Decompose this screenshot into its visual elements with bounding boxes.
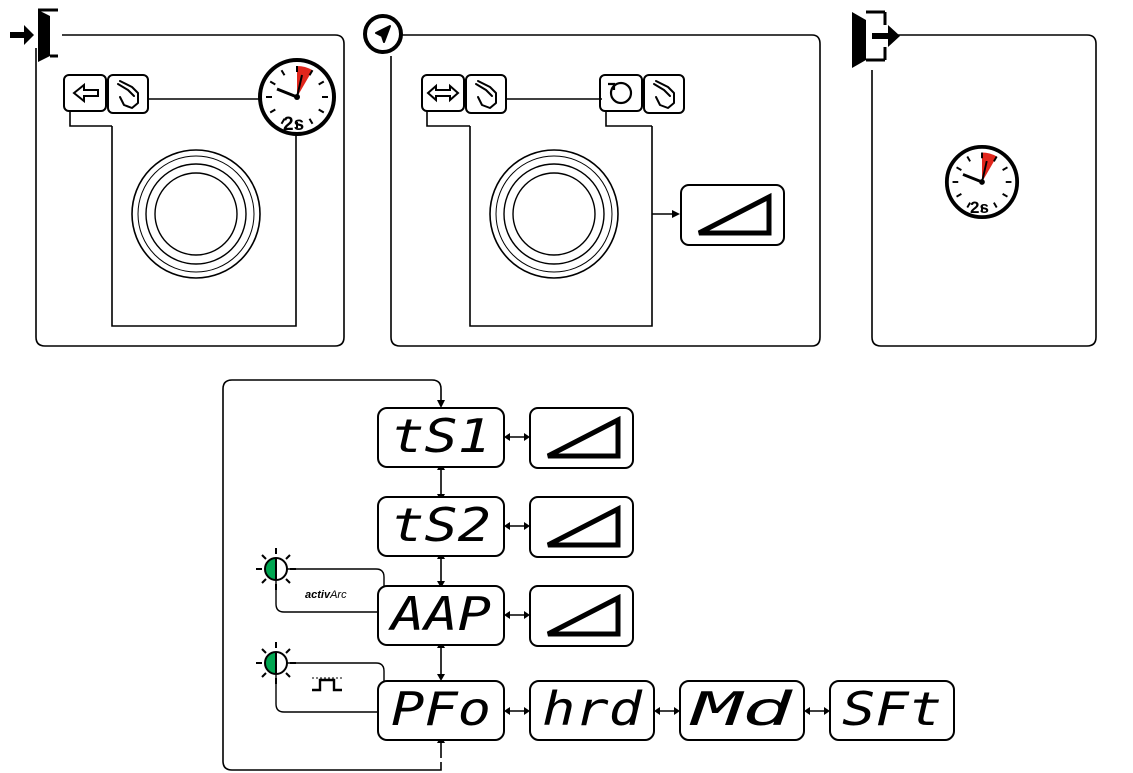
menu-item-sft[interactable]: SFt [829, 680, 955, 741]
timer-label: 2s [970, 198, 989, 217]
panel-enter: 2s [10, 8, 345, 347]
display-text: hrd [542, 682, 644, 736]
display-text: AAP [387, 587, 491, 641]
panel-exit: 2s [852, 10, 1097, 347]
enter-door-icon [10, 8, 58, 62]
hand-press-icon [465, 74, 507, 114]
menu-flow: tS1 tS2 [222, 379, 955, 771]
menu-item-ts1[interactable]: tS1 [377, 407, 505, 468]
navigate-arrow-icon [363, 14, 403, 54]
menu-item-hrd[interactable]: hrd [529, 680, 655, 741]
display-text: tS1 [391, 409, 491, 463]
pulse-icon [312, 677, 342, 692]
menu-item-md[interactable]: Md [679, 680, 805, 741]
exit-door-icon [852, 10, 900, 68]
hand-press-icon [107, 74, 149, 114]
hand-press-icon [643, 74, 685, 114]
rotate-button-icon [599, 74, 652, 127]
display-text: SFt [842, 682, 942, 736]
menu-item-ts2[interactable]: tS2 [377, 496, 505, 557]
display-text: tS2 [391, 498, 491, 552]
menu-item-pfo[interactable]: PFo [377, 680, 505, 741]
activarc-label: activArc [305, 589, 347, 601]
menu-item-aap[interactable]: AAP [377, 585, 505, 646]
control-knob[interactable] [489, 149, 619, 279]
panel-navigate [363, 14, 821, 347]
display-text: PFo [391, 682, 491, 736]
value-ramp-icon [530, 586, 633, 646]
value-ramp-icon [530, 497, 633, 557]
back-button-icon [63, 74, 112, 127]
timer-label: 2s [283, 114, 304, 135]
control-knob[interactable] [131, 149, 261, 279]
toggle-button-icon [421, 74, 470, 127]
value-ramp-icon [530, 408, 633, 468]
display-text: Md [688, 682, 794, 736]
value-ramp-icon [681, 185, 784, 245]
led-activarc [256, 548, 296, 590]
